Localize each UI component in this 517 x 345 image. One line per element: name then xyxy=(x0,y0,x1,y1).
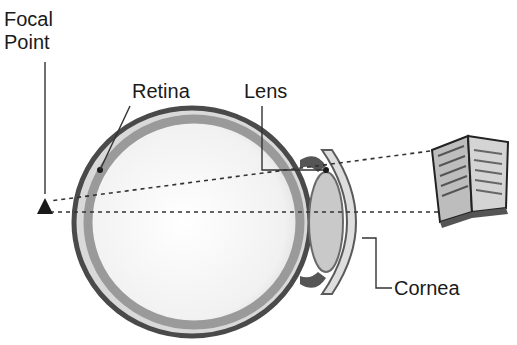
light-ray xyxy=(50,211,438,213)
part-label: Cornea xyxy=(394,277,460,300)
lens-shape xyxy=(309,172,343,272)
sclera xyxy=(74,108,310,336)
ciliary-body xyxy=(300,272,326,288)
retina-layer xyxy=(88,119,300,325)
part-label: Focal Point xyxy=(4,8,84,54)
book-icon xyxy=(432,136,508,228)
leader-line xyxy=(100,106,130,170)
cornea-shape xyxy=(322,150,356,294)
focal-point-marker xyxy=(37,198,53,214)
leader-dot xyxy=(323,167,329,173)
part-label: Lens xyxy=(244,80,287,103)
leader-line xyxy=(44,62,45,194)
part-label: Retina xyxy=(132,80,190,103)
leader-line xyxy=(262,106,323,170)
light-ray xyxy=(50,150,438,201)
leader-line xyxy=(362,238,392,288)
